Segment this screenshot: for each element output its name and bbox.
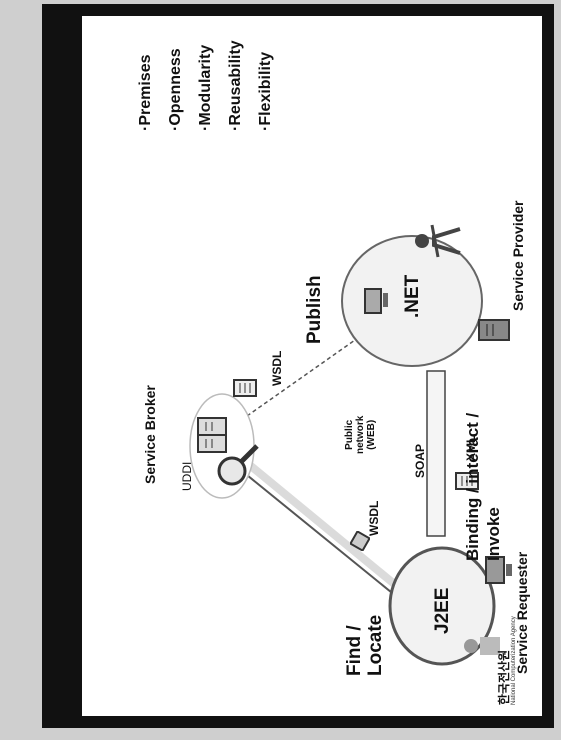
j2ee-label: J2EE xyxy=(432,587,453,634)
find-locate-line-2: Locate xyxy=(365,614,386,676)
book-icon xyxy=(197,417,227,453)
binding-line-1: Binding / interact / xyxy=(463,412,482,561)
provider-person-icon xyxy=(415,224,461,258)
bullet-item: ·Flexibility xyxy=(257,51,274,131)
logo: 한국전산원 National Computerization Agency xyxy=(495,615,535,705)
find-connector-shadow xyxy=(243,458,407,596)
find-locate-line-1: Find / xyxy=(344,625,365,676)
wsdl-left-label: WSDL xyxy=(367,500,381,536)
public-network-label: Public network (WEB) xyxy=(344,416,377,454)
service-broker-label: Service Broker xyxy=(142,385,158,484)
public-network-line-3: (WEB) xyxy=(366,419,377,450)
wsdl-right-label: WSDL xyxy=(270,350,284,386)
net-circle xyxy=(341,235,483,367)
public-network-line-2: network xyxy=(355,415,366,454)
soap-connector xyxy=(426,370,446,537)
find-locate-label: Find / Locate xyxy=(344,615,386,676)
provider-computer-icon xyxy=(364,288,388,314)
xml-document-icon xyxy=(455,472,479,490)
find-connector xyxy=(241,470,403,602)
service-provider-label: Service Provider xyxy=(510,200,526,311)
bullet-item: ·Modularity xyxy=(197,44,214,131)
soap-label: SOAP xyxy=(413,443,427,478)
provider-server-icon xyxy=(478,319,510,341)
bullet-list: ·Premises ·Openness ·Modularity ·Reusabi… xyxy=(137,40,287,131)
public-network-line-1: Public xyxy=(344,419,355,450)
publish-label: Publish xyxy=(304,275,325,344)
uddi-label: UDDI xyxy=(180,461,194,491)
bullet-item: ·Openness xyxy=(167,48,184,131)
binding-line-2: Invoke xyxy=(484,507,503,561)
bullet-item: ·Reusability xyxy=(227,40,244,131)
slide-frame: Service Broker UDDI Public network (WEB)… xyxy=(42,4,554,728)
bullet-item: ·Premises xyxy=(137,54,154,132)
wsdl-packet-icon xyxy=(350,531,370,551)
magnifier-icon xyxy=(217,444,259,486)
wsdl-document-icon xyxy=(233,379,257,397)
requester-computer-icon xyxy=(485,556,512,584)
slide-content: Service Broker UDDI Public network (WEB)… xyxy=(82,16,542,716)
requester-person-icon xyxy=(464,637,500,655)
logo-name: 한국전산원 xyxy=(497,649,511,705)
logo-subtitle: National Computerization Agency xyxy=(511,616,517,705)
net-label: .NET xyxy=(402,274,423,318)
binding-label: Binding / interact / Invoke xyxy=(462,413,504,561)
j2ee-circle xyxy=(388,546,496,666)
rotated-slide-plane: Service Broker UDDI Public network (WEB)… xyxy=(82,16,542,716)
